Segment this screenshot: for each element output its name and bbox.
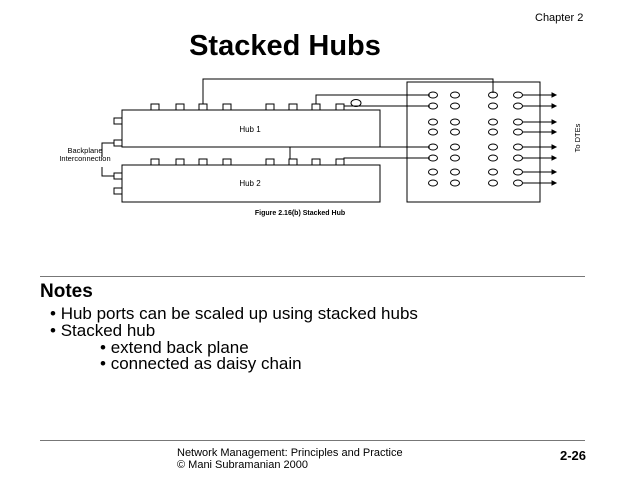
patch-port [488, 143, 498, 151]
to-dtes-label: To DTEs [573, 123, 582, 152]
patch-port [428, 91, 438, 99]
bullet-text: connected as daisy chain [110, 354, 302, 373]
patch-port [428, 168, 438, 176]
patch-port [488, 154, 498, 162]
backplane-label: Interconnection [59, 154, 110, 163]
patch-port [488, 118, 498, 126]
divider [40, 276, 585, 277]
bullet-text: Hub ports can be scaled up using stacked… [60, 304, 418, 323]
bullet-text: Stacked hub [60, 321, 156, 340]
hub1-top-port [311, 103, 321, 111]
patch-port [513, 179, 523, 187]
hub1-top-port [265, 103, 275, 111]
patch-port [428, 154, 438, 162]
hub2-top-port [265, 158, 275, 166]
patch-port [488, 128, 498, 136]
page-number: 2-26 [560, 448, 587, 463]
arrow-head-icon [551, 144, 558, 150]
hub1-label: Hub 1 [239, 125, 261, 134]
hub2-top-port [175, 158, 185, 166]
patch-port [428, 179, 438, 187]
patch-panel-ports [428, 91, 523, 187]
arrow-head-icon [551, 103, 558, 109]
patch-port [513, 128, 523, 136]
patch-port [450, 128, 460, 136]
hub1-top-port [150, 103, 160, 111]
backplane-link [101, 167, 114, 177]
cable [202, 78, 494, 104]
cable [343, 157, 430, 161]
patch-port [513, 102, 523, 110]
hub2-top-port [198, 158, 208, 166]
hub2-top-port [222, 158, 232, 166]
patch-port [428, 128, 438, 136]
hub2-top-port [311, 158, 321, 166]
patch-panel [406, 81, 541, 203]
notes-heading: Notes [40, 281, 93, 302]
stacked-hub-diagram: Hub 1 Hub 2 Backplane Interconnection To… [59, 78, 582, 217]
hub1-top-port [335, 103, 345, 111]
dte-arrows [522, 92, 558, 186]
patch-port [450, 102, 460, 110]
hub1-left-port [113, 139, 123, 147]
patch-port [450, 91, 460, 99]
hub1-top-port [222, 103, 232, 111]
bullet-item: • Hub ports can be scaled up using stack… [50, 304, 418, 323]
bullet-item: • Stacked hub [50, 321, 156, 340]
footer-divider [40, 440, 585, 441]
patch-port [450, 179, 460, 187]
patch-port [488, 102, 498, 110]
bullet-text: extend back plane [110, 338, 249, 357]
sub-bullet-item: • extend back plane [100, 338, 249, 357]
patch-port [488, 91, 498, 99]
backplane-label: Backplane [67, 146, 102, 155]
patch-port [428, 102, 438, 110]
sub-bullet-item: • connected as daisy chain [100, 354, 302, 373]
patch-port [450, 168, 460, 176]
patch-port [450, 118, 460, 126]
hub1-port-connector [350, 99, 362, 107]
patch-port [513, 118, 523, 126]
arrow-head-icon [551, 92, 558, 98]
patch-port [488, 168, 498, 176]
backplane-link [101, 142, 114, 157]
patch-port [513, 168, 523, 176]
patch-port [488, 179, 498, 187]
arrow-head-icon [551, 129, 558, 135]
chapter-label: Chapter 2 [535, 12, 584, 24]
hub2-top-port [150, 158, 160, 166]
figure-caption: Figure 2.16(b) Stacked Hub [255, 210, 345, 217]
hub1-left-port [113, 117, 123, 125]
hub1-top-port [175, 103, 185, 111]
patch-port [428, 143, 438, 151]
hub2-label: Hub 2 [239, 179, 261, 188]
slide-title: Stacked Hubs [189, 30, 381, 62]
footer-copyright: © Mani Subramanian 2000 [177, 459, 309, 471]
hub2-left-port [113, 187, 123, 195]
patch-port [513, 91, 523, 99]
hub1-top-port [198, 103, 208, 111]
patch-port [513, 154, 523, 162]
hub2-box [121, 164, 381, 203]
hub2-left-port [113, 172, 123, 180]
arrow-head-icon [551, 169, 558, 175]
hub1-top-port [288, 103, 298, 111]
arrow-head-icon [551, 180, 558, 186]
cable [315, 94, 430, 104]
arrow-head-icon [551, 155, 558, 161]
patch-port [513, 143, 523, 151]
hub2-top-port [288, 158, 298, 166]
patch-port [450, 154, 460, 162]
hub2-top-port [335, 158, 345, 166]
patch-port [428, 118, 438, 126]
hub1-ports [150, 103, 345, 166]
footer-book-title: Network Management: Principles and Pract… [177, 447, 403, 459]
arrow-head-icon [551, 119, 558, 125]
hub1-box [121, 109, 381, 148]
patch-port [450, 143, 460, 151]
cable [289, 146, 430, 159]
